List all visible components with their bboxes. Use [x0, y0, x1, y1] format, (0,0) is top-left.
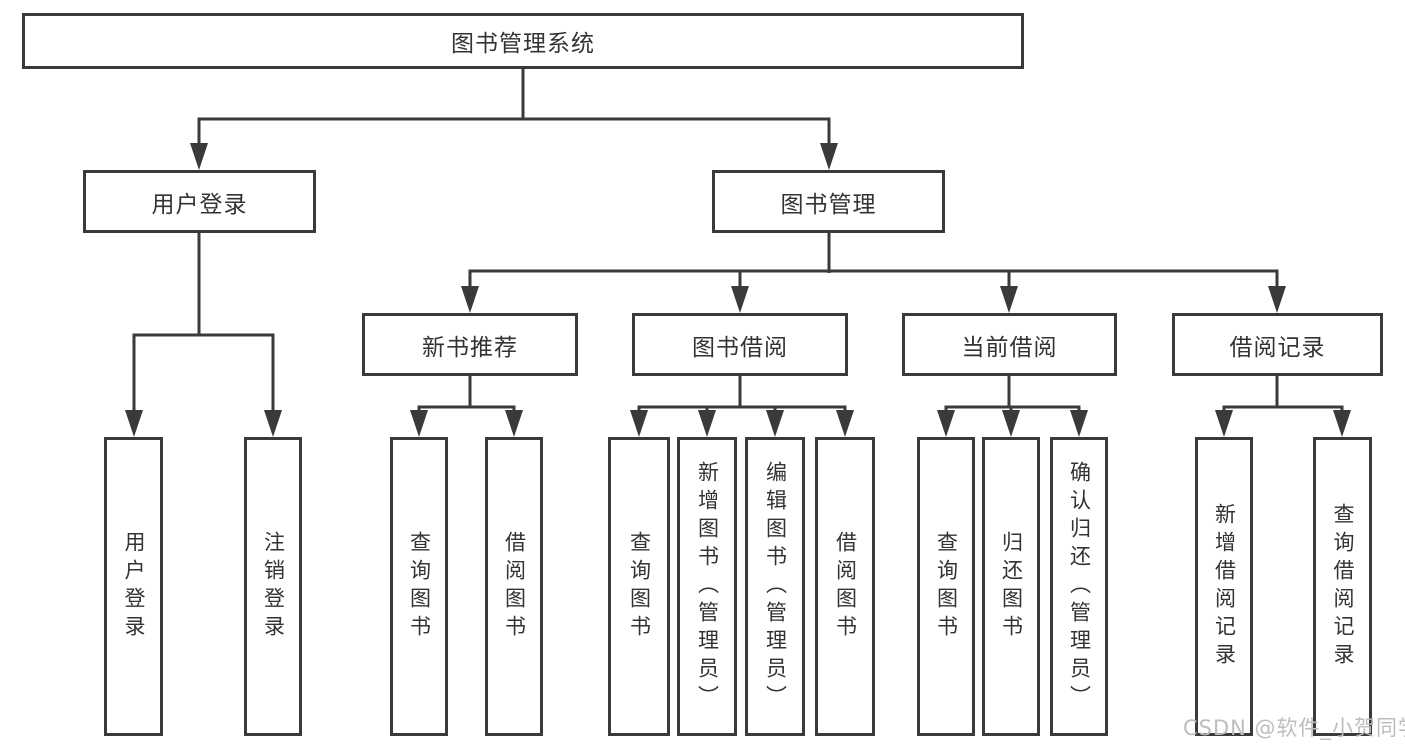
node-current-borrowing-label: 当前借阅 — [961, 334, 1058, 361]
connector-borrowing-to-leaves — [637, 374, 847, 413]
connector-records-to-leaves — [1222, 374, 1344, 413]
node-borrow-records: 借阅记录 — [1172, 313, 1383, 376]
node-user-login-label: 用户登录 — [151, 191, 248, 218]
node-library-system: 图书管理系统 — [22, 13, 1024, 69]
node-borrow-records-label: 借阅记录 — [1229, 334, 1326, 361]
leaf-logout: 注销登录 — [244, 437, 302, 736]
leaf-add-book-admin: 新增图书（管理员） — [677, 437, 737, 736]
leaf-borrow-books-recommend-label: 借阅图书 — [502, 530, 527, 643]
arrowheads — [125, 143, 1351, 437]
node-new-book-recommend: 新书推荐 — [362, 313, 578, 376]
leaf-add-borrow-record: 新增借阅记录 — [1195, 437, 1253, 736]
node-current-borrowing: 当前借阅 — [902, 313, 1117, 376]
node-book-management-label: 图书管理 — [780, 191, 877, 218]
leaf-return-book-label: 归还图书 — [999, 530, 1024, 643]
leaf-edit-book-admin: 编辑图书（管理员） — [745, 437, 805, 736]
connector-newbook-to-leaves — [417, 374, 516, 413]
leaf-confirm-return-admin-label: 确认归还（管理员） — [1067, 460, 1092, 713]
leaf-query-books-borrowing-label: 查询图书 — [627, 530, 652, 643]
leaf-borrow-books-borrowing-label: 借阅图书 — [833, 530, 858, 643]
leaf-edit-book-admin-label: 编辑图书（管理员） — [763, 460, 788, 713]
leaf-confirm-return-admin: 确认归还（管理员） — [1050, 437, 1108, 736]
watermark: CSDN @软件_小贺同学 — [1183, 716, 1405, 740]
leaf-user-login: 用户登录 — [104, 437, 163, 736]
node-new-book-recommend-label: 新书推荐 — [422, 334, 518, 361]
leaf-logout-label: 注销登录 — [261, 530, 286, 643]
connector-userlogin-to-leaves — [132, 231, 275, 413]
node-book-borrowing-label: 图书借阅 — [692, 334, 788, 361]
leaf-query-books-current-label: 查询图书 — [934, 530, 959, 643]
leaf-add-borrow-record-label: 新增借阅记录 — [1212, 502, 1237, 671]
node-book-borrowing: 图书借阅 — [632, 313, 848, 376]
leaf-borrow-books-recommend: 借阅图书 — [485, 437, 543, 736]
leaf-return-book: 归还图书 — [982, 437, 1040, 736]
leaf-query-books-recommend: 查询图书 — [390, 437, 448, 736]
leaf-query-borrow-record-label: 查询借阅记录 — [1331, 502, 1356, 671]
leaf-query-borrow-record: 查询借阅记录 — [1313, 437, 1372, 736]
leaf-add-book-admin-label: 新增图书（管理员） — [695, 460, 720, 713]
connector-current-to-leaves — [944, 374, 1081, 413]
leaf-user-login-label: 用户登录 — [122, 530, 147, 643]
leaf-borrow-books-borrowing: 借阅图书 — [815, 437, 875, 736]
node-user-login: 用户登录 — [83, 170, 316, 233]
leaf-query-books-recommend-label: 查询图书 — [407, 530, 432, 643]
node-library-system-label: 图书管理系统 — [451, 31, 595, 57]
node-book-management: 图书管理 — [712, 170, 945, 233]
leaf-query-books-borrowing: 查询图书 — [608, 437, 670, 736]
connector-root-to-level2 — [197, 66, 831, 147]
leaf-query-books-current: 查询图书 — [917, 437, 975, 736]
connector-bookmgmt-to-level3 — [468, 231, 1279, 289]
